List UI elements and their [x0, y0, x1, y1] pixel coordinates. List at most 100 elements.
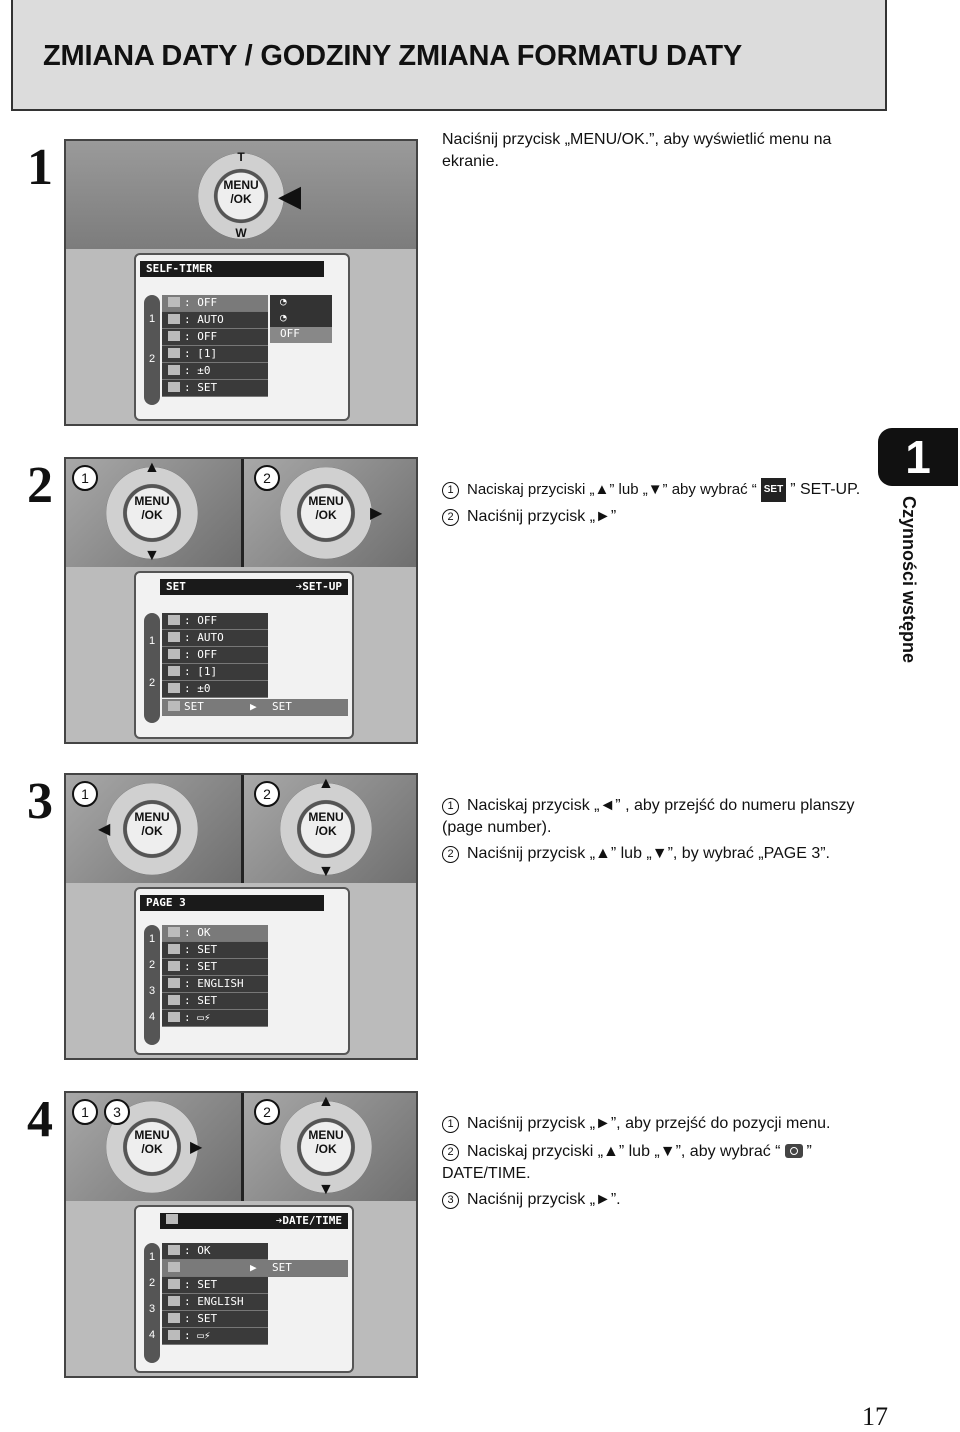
menu-row: : [1] [162, 346, 268, 363]
menu-ok-dial [280, 467, 372, 559]
reset-icon [168, 1313, 180, 1323]
circled-number: 2 [442, 846, 459, 863]
menu-ok-dial [106, 467, 198, 559]
set-icon [168, 382, 180, 392]
lcd-screen: SET➔SET-UP 1 2 : OFF : AUTO : OFF : [1] … [134, 571, 354, 739]
camera-back: MENU/OK ▶ 1 3 MENU/OK ▲ ▼ 2 [66, 1093, 416, 1201]
camera-back: MENU/OK T W ◀ [66, 141, 416, 249]
menu-ok-label: MENU/OK [308, 1128, 344, 1156]
menu-ok-label: MENU/OK [223, 178, 259, 206]
exposure-icon [168, 365, 180, 375]
tab-1: 1 [148, 1251, 156, 1263]
step-number-4: 4 [27, 1091, 53, 1148]
circled-number: 1 [442, 798, 459, 815]
menu-row: : ENGLISH [162, 1294, 268, 1311]
menu-row: : [1] [162, 664, 268, 681]
page-tabs: 1 2 3 4 [144, 1243, 160, 1363]
display-icon [168, 927, 180, 937]
camera-half-right: MENU/OK ▶ 2 [241, 459, 416, 567]
tab-3: 3 [148, 1303, 156, 1315]
up-arrow-icon: ▲ [144, 459, 160, 476]
step1-instructions: Naciśnij przycisk „MENU/OK.”, aby wyświe… [442, 129, 882, 173]
power-icon [168, 1012, 180, 1022]
camera-half-left: MENU/OK ◀ 1 [66, 775, 241, 883]
menu-title: SELF-TIMER [140, 261, 324, 277]
menu-row-selected: SET▶SET [162, 699, 348, 716]
camera-half-right: MENU/OK ▲ ▼ 2 [241, 775, 416, 883]
menu-ok-label: MENU/OK [308, 810, 344, 838]
menu-ok-label: MENU/OK [134, 810, 170, 838]
set-icon: SET [760, 478, 787, 502]
menu-row: : OK [162, 925, 268, 942]
left-arrow-icon: ◀ [98, 821, 111, 838]
lcd-screen: SELF-TIMER 1 2 : OFF : AUTO : OFF : [1] … [134, 253, 350, 421]
menu-row: : OFF [162, 329, 268, 346]
tab-2: 2 [148, 677, 156, 689]
tab-3: 3 [148, 985, 156, 997]
clock-icon [168, 1262, 180, 1272]
tab-1: 1 [148, 933, 156, 945]
tab-4: 4 [148, 1011, 156, 1023]
instruction-text: Naciśnij przycisk „MENU/OK.”, aby wyświe… [442, 131, 832, 170]
menu-row: : SET [162, 993, 268, 1010]
step-number-3: 3 [27, 773, 53, 830]
camera-back: MENU/OK ▲ ▼ 1 MENU/OK ▶ 2 [66, 459, 416, 567]
step2-photo: MENU/OK ▲ ▼ 1 MENU/OK ▶ 2 SET➔SET-UP 1 2… [64, 457, 418, 744]
menu-row: : OFF [162, 647, 268, 664]
step-number-2: 2 [27, 457, 53, 514]
page-tabs: 1 2 3 4 [144, 925, 160, 1045]
lcd-screen: PAGE 3 1 2 3 4 : OK : SET : SET : ENGLIS… [134, 887, 350, 1055]
circled-number: 1 [442, 482, 459, 499]
circled-number: 2 [442, 509, 459, 526]
callout-3: 3 [104, 1099, 130, 1125]
menu-row: : AUTO [162, 630, 268, 647]
menu-rows: : OK : SET : SET : ENGLISH : SET : ▭⚡ [162, 925, 268, 1027]
tab-1: 1 [148, 313, 156, 325]
circled-number: 3 [442, 1192, 459, 1209]
menu-rows: : OFF : AUTO : OFF : [1] : ±0 : SET [162, 295, 268, 397]
menu-title: PAGE 3 [140, 895, 324, 911]
format-icon [168, 1279, 180, 1289]
page-tabs: 1 2 [144, 613, 160, 723]
callout-1: 1 [72, 465, 98, 491]
menu-row: : OFF [162, 295, 268, 312]
page-number: 17 [862, 1402, 888, 1431]
format-icon [168, 961, 180, 971]
clock-icon [784, 1144, 803, 1158]
press-arrow-icon: ◀ [278, 180, 302, 213]
camera-half-right: MENU/OK ▲ ▼ 2 [241, 1093, 416, 1201]
tab-2: 2 [148, 353, 156, 365]
menu-rows: : OFF : AUTO : OFF : [1] : ±0 [162, 613, 268, 698]
tab-1: 1 [148, 635, 156, 647]
callout-2: 2 [254, 1099, 280, 1125]
display-icon [168, 1245, 180, 1255]
menu-ok-label: MENU/OK [134, 494, 170, 522]
camera-back: MENU/OK ◀ 1 MENU/OK ▲ ▼ 2 [66, 775, 416, 883]
timer-icon [168, 297, 180, 307]
menu-row: : ±0 [162, 681, 268, 698]
tab-2: 2 [148, 1277, 156, 1289]
play-icon: ▶ [250, 1261, 257, 1274]
camera-half-left: MENU/OK ▲ ▼ 1 [66, 459, 241, 567]
reset-icon [168, 995, 180, 1005]
exposure-icon [168, 683, 180, 693]
menu-ok-dial [106, 783, 198, 875]
camera-icon [168, 649, 180, 659]
w-mark: W [235, 226, 247, 240]
play-icon: ▶ [250, 700, 257, 713]
up-arrow-icon: ▲ [318, 775, 334, 792]
menu-row: : OK [162, 1243, 268, 1260]
menu-row: : SET [162, 380, 268, 397]
step1-photo: MENU/OK T W ◀ SELF-TIMER 1 2 : OFF : AUT… [64, 139, 418, 426]
circled-number: 1 [442, 1116, 459, 1133]
menu-ok-dial [280, 783, 372, 875]
language-icon [168, 1296, 180, 1306]
menu-row: : ±0 [162, 363, 268, 380]
page-tabs: 1 2 [144, 295, 160, 405]
